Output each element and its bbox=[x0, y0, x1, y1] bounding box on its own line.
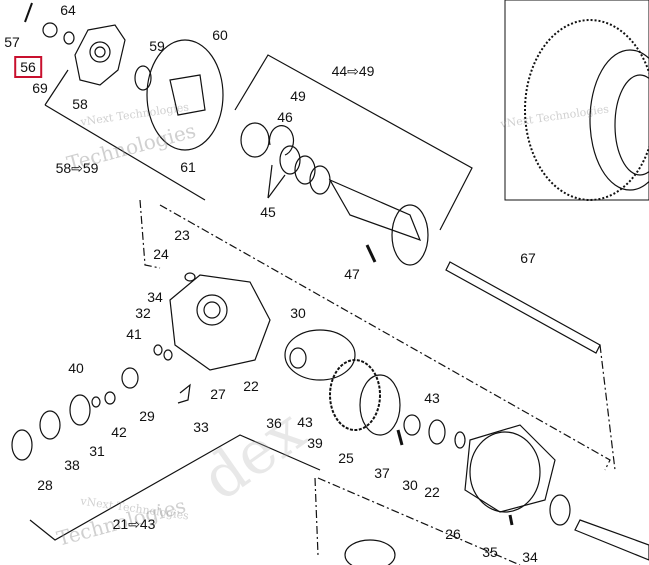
callout-37[interactable]: 37 bbox=[374, 465, 390, 481]
callout-31[interactable]: 31 bbox=[89, 443, 105, 459]
callout-61[interactable]: 61 bbox=[180, 159, 196, 175]
callout-30[interactable]: 30 bbox=[402, 477, 418, 493]
callout-32[interactable]: 32 bbox=[135, 305, 151, 321]
callout-27[interactable]: 27 bbox=[210, 386, 226, 402]
callout-39[interactable]: 39 bbox=[307, 435, 323, 451]
callout-25[interactable]: 25 bbox=[338, 450, 354, 466]
callout-28[interactable]: 28 bbox=[37, 477, 53, 493]
callout-29[interactable]: 29 bbox=[139, 408, 155, 424]
callout-64[interactable]: 64 bbox=[60, 2, 76, 18]
drive-shaft bbox=[445, 261, 601, 354]
callout-38[interactable]: 38 bbox=[64, 457, 80, 473]
callout-57[interactable]: 57 bbox=[4, 34, 20, 50]
callout-45[interactable]: 45 bbox=[260, 204, 276, 220]
callout-33[interactable]: 33 bbox=[193, 419, 209, 435]
callout-67[interactable]: 67 bbox=[520, 250, 536, 266]
callout-23[interactable]: 23 bbox=[174, 227, 190, 243]
callout-60[interactable]: 60 bbox=[212, 27, 228, 43]
callout-34[interactable]: 34 bbox=[522, 549, 538, 565]
callout-41[interactable]: 41 bbox=[126, 326, 142, 342]
callout-36[interactable]: 36 bbox=[266, 415, 282, 431]
tire-illustration bbox=[504, 0, 649, 201]
axle-housing-group bbox=[234, 54, 473, 266]
callout-group-21-43[interactable]: 21⇨43 bbox=[112, 516, 156, 532]
callout-46[interactable]: 46 bbox=[277, 109, 293, 125]
callout-22[interactable]: 22 bbox=[424, 484, 440, 500]
callout-40[interactable]: 40 bbox=[68, 360, 84, 376]
pinion-assembly bbox=[11, 344, 321, 541]
gear-case bbox=[169, 272, 649, 561]
callout-58[interactable]: 58 bbox=[72, 96, 88, 112]
callout-group-58-59[interactable]: 58⇨59 bbox=[55, 160, 99, 176]
callout-56-highlighted[interactable]: 56 bbox=[14, 56, 42, 78]
callout-22[interactable]: 22 bbox=[243, 378, 259, 394]
callout-42[interactable]: 42 bbox=[111, 424, 127, 440]
callout-47[interactable]: 47 bbox=[344, 266, 360, 282]
callout-35[interactable]: 35 bbox=[482, 544, 498, 560]
callout-30[interactable]: 30 bbox=[290, 305, 306, 321]
callout-group-44-49[interactable]: 44⇨49 bbox=[331, 63, 375, 79]
callout-43[interactable]: 43 bbox=[424, 390, 440, 406]
callout-34[interactable]: 34 bbox=[147, 289, 163, 305]
callout-59[interactable]: 59 bbox=[149, 38, 165, 54]
callout-69[interactable]: 69 bbox=[32, 80, 48, 96]
callout-24[interactable]: 24 bbox=[153, 246, 169, 262]
hub-assembly bbox=[24, 2, 224, 201]
callout-43[interactable]: 43 bbox=[297, 414, 313, 430]
callout-26[interactable]: 26 bbox=[445, 526, 461, 542]
callout-49[interactable]: 49 bbox=[290, 88, 306, 104]
